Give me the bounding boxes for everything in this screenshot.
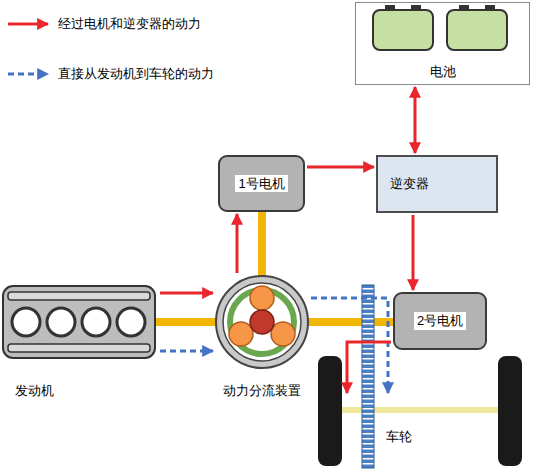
wheel	[318, 356, 342, 466]
motor-box: 2号电机	[393, 292, 487, 350]
engine-block	[3, 286, 155, 358]
engine: 发动机	[0, 283, 158, 360]
power-flow-arrow	[160, 292, 213, 295]
node-label: 发动机	[15, 383, 54, 399]
node-label: 车轮	[386, 429, 412, 445]
power-flow-arrow	[414, 87, 417, 153]
node-label: 2号电机	[414, 312, 466, 330]
ring-gear	[216, 276, 308, 368]
planet-gear	[229, 322, 253, 346]
power-flow-arrow	[307, 166, 374, 169]
engine-cylinder	[82, 308, 110, 336]
engine-rib	[8, 344, 150, 352]
power-flow-arrow	[160, 350, 213, 353]
engine-cylinder	[47, 308, 75, 336]
shaft	[150, 318, 220, 326]
shaft	[300, 318, 395, 326]
battery-box: 电池	[355, 2, 530, 85]
ring-gear-inner	[223, 283, 301, 361]
legend-text: 直接从发动机到车轮的动力	[58, 66, 214, 82]
node-label: 逆变器	[390, 176, 429, 192]
engine-rib	[8, 292, 150, 300]
power-flow-arrow	[347, 342, 391, 393]
wheel	[498, 356, 522, 466]
wheels: 车轮	[318, 395, 528, 465]
legend-sample-arrow	[8, 23, 48, 26]
legend-sample-arrow	[8, 73, 48, 76]
power-flow-arrow	[412, 215, 415, 290]
engine-cylinder	[12, 308, 40, 336]
power-flow-arrow	[311, 298, 388, 393]
power-flow-arrow	[236, 214, 239, 273]
shaft	[258, 210, 266, 280]
gear	[362, 285, 374, 468]
power-split-device: 动力分流装置	[215, 275, 309, 369]
sun-gear	[250, 310, 274, 334]
battery-cell	[373, 10, 433, 50]
node-label: 电池	[430, 64, 456, 80]
engine-cylinder	[117, 308, 145, 336]
battery-cell	[447, 10, 507, 50]
node-label: 动力分流装置	[215, 383, 309, 399]
inverter-box: 逆变器	[376, 155, 498, 213]
planet-gear	[271, 322, 295, 346]
motor-box: 1号电机	[218, 155, 305, 212]
legend-text: 经过电机和逆变器的动力	[58, 16, 201, 32]
node-label: 1号电机	[235, 175, 287, 193]
planet-gear	[250, 286, 274, 310]
